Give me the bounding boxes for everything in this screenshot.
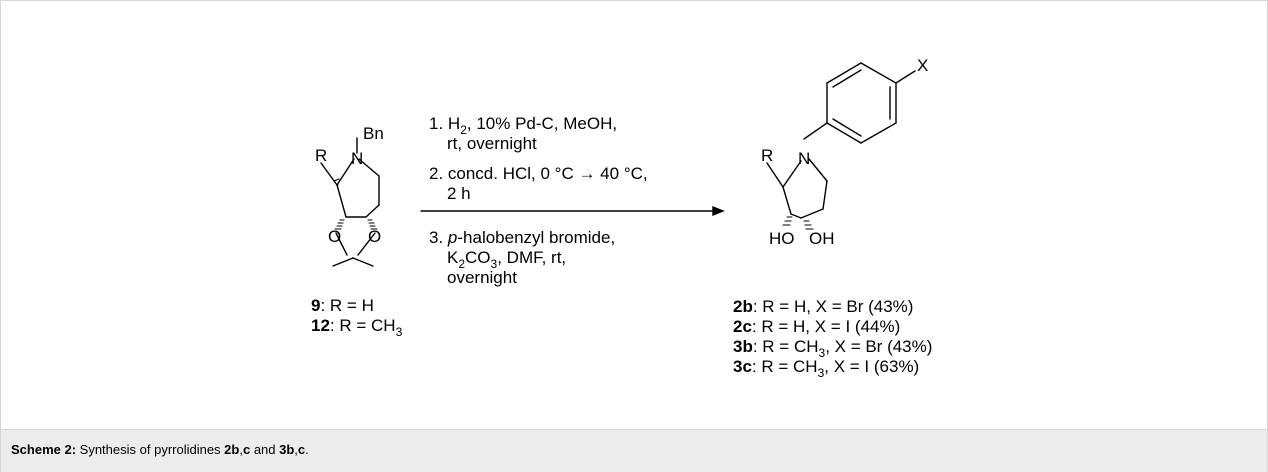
compound-9-label: 9: R = H [311, 296, 374, 315]
caption-text-5: . [305, 442, 309, 457]
reactant-bonds [320, 137, 380, 267]
compound-3c-label: 3c: R = CH3, X = I (63%) [733, 357, 919, 380]
product-bonds [766, 62, 916, 219]
caption-text-1: Synthesis of pyrrolidines [76, 442, 225, 457]
compound-3b-label: 3b: R = CH3, X = Br (43%) [733, 337, 932, 360]
product-ho-label: HO [769, 229, 795, 248]
reaction-conditions: 1. H2, 10% Pd-C, MeOH, rt, overnight 2. … [429, 114, 648, 287]
caption-text-3: and [250, 442, 280, 457]
product-n-label: N [798, 149, 810, 168]
reactant-n-label: N [351, 149, 363, 168]
reactant-bn-label: Bn [363, 124, 384, 143]
condition-step-1: 1. H2, 10% Pd-C, MeOH, [429, 114, 617, 137]
caption-bar: Scheme 2: Synthesis of pyrrolidines 2b,c… [1, 429, 1267, 472]
caption-text-4: , [294, 442, 298, 457]
caption-bold-4: c [297, 442, 306, 457]
scheme-drawing: R Bn N O O 9: R = H 12: R = CH3 1. H2, 1… [311, 56, 932, 380]
caption-text-2: , [239, 442, 243, 457]
caption-bold-3: 3b [279, 442, 295, 457]
condition-step-2-cont: 2 h [447, 184, 471, 203]
caption-label: Scheme 2: [11, 442, 77, 457]
caption-bold-2: c [242, 442, 251, 457]
reactant-o2-label: O [368, 227, 381, 246]
compound-2c-label: 2c: R = H, X = I (44%) [733, 317, 900, 336]
compound-12-label: 12: R = CH3 [311, 316, 403, 339]
condition-step-3-cont: K2CO3, DMF, rt, [447, 248, 566, 271]
figure-caption: Scheme 2: Synthesis of pyrrolidines 2b,c… [11, 442, 309, 457]
condition-step-1-cont: rt, overnight [447, 134, 537, 153]
condition-step-3: 3. p-halobenzyl bromide, [429, 228, 615, 247]
reaction-scheme: R Bn N O O 9: R = H 12: R = CH3 1. H2, 1… [1, 1, 1267, 429]
condition-step-2: 2. concd. HCl, 0 °C → 40 °C, [429, 164, 648, 183]
product-oh-label: OH [809, 229, 835, 248]
reactant-r-label: R [315, 146, 327, 165]
product-x-label: X [917, 56, 928, 75]
product-compound-labels: 2b: R = H, X = Br (43%) 2c: R = H, X = I… [733, 297, 932, 380]
product-r-label: R [761, 146, 773, 165]
product-hash-bonds [782, 216, 814, 230]
reactant-hash-bonds [333, 178, 378, 230]
reactant-o1-label: O [328, 227, 341, 246]
reactant-compound-labels: 9: R = H 12: R = CH3 [311, 296, 403, 339]
compound-2b-label: 2b: R = H, X = Br (43%) [733, 297, 913, 316]
reaction-arrow-head [712, 205, 725, 217]
condition-step-3-cont2: overnight [447, 268, 517, 287]
caption-bold-1: 2b [224, 442, 240, 457]
